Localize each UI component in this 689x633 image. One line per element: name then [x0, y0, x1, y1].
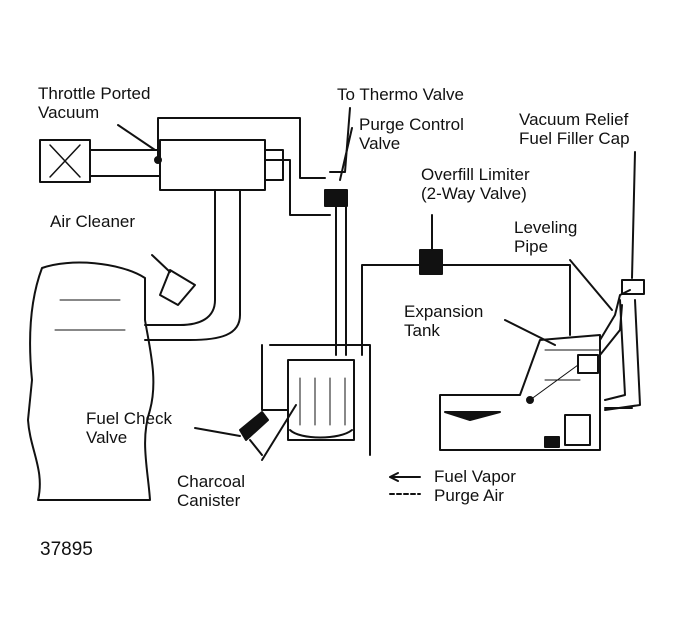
thermo-hose: [264, 159, 331, 216]
air-intake-duct: [144, 189, 241, 341]
leader-lines: [117, 124, 636, 461]
thermo-line: [329, 107, 351, 173]
label-leveling-pipe: Leveling Pipe: [514, 218, 578, 256]
purge-control-valve-body: [324, 189, 348, 207]
label-air-cleaner: Air Cleaner: [50, 212, 136, 231]
label-expansion-tank: Expansion Tank: [404, 302, 484, 340]
tank-vapor-line: [441, 264, 571, 336]
label-vacuum-relief-cap: Vacuum Relief Fuel Filler Cap: [519, 110, 630, 148]
fuel-check-valve-body: [239, 411, 269, 456]
figure-number: 37895: [40, 539, 93, 560]
purge-line: [335, 205, 347, 356]
vacuum-hose: [157, 117, 326, 179]
air-cleaner-snorkel: [159, 269, 196, 306]
vapor-line: [361, 264, 421, 356]
throttle-body: [39, 139, 284, 191]
overfill-limiter-body: [419, 249, 443, 275]
legend-fuel-vapor-label: Fuel Vapor: [434, 467, 516, 486]
filler-neck: [604, 299, 641, 411]
engine-outline: [27, 261, 155, 501]
label-purge-control-valve: Purge Control Valve: [359, 115, 464, 153]
label-charcoal-canister: Charcoal Canister: [177, 472, 246, 510]
label-fuel-check-valve: Fuel Check Valve: [86, 409, 172, 447]
legend-fuel-vapor-arrow: [389, 472, 421, 482]
label-to-thermo-valve: To Thermo Valve: [337, 85, 464, 104]
engine-detail: [54, 299, 126, 331]
label-overfill-limiter: Overfill Limiter (2-Way Valve): [421, 165, 530, 203]
charcoal-canister-body: [261, 344, 371, 456]
fuel-tank-body: [439, 334, 601, 451]
label-throttle-ported-vacuum: Throttle Ported Vacuum: [38, 84, 151, 122]
filler-cap: [621, 279, 645, 295]
legend-purge-air-label: Purge Air: [434, 486, 504, 505]
